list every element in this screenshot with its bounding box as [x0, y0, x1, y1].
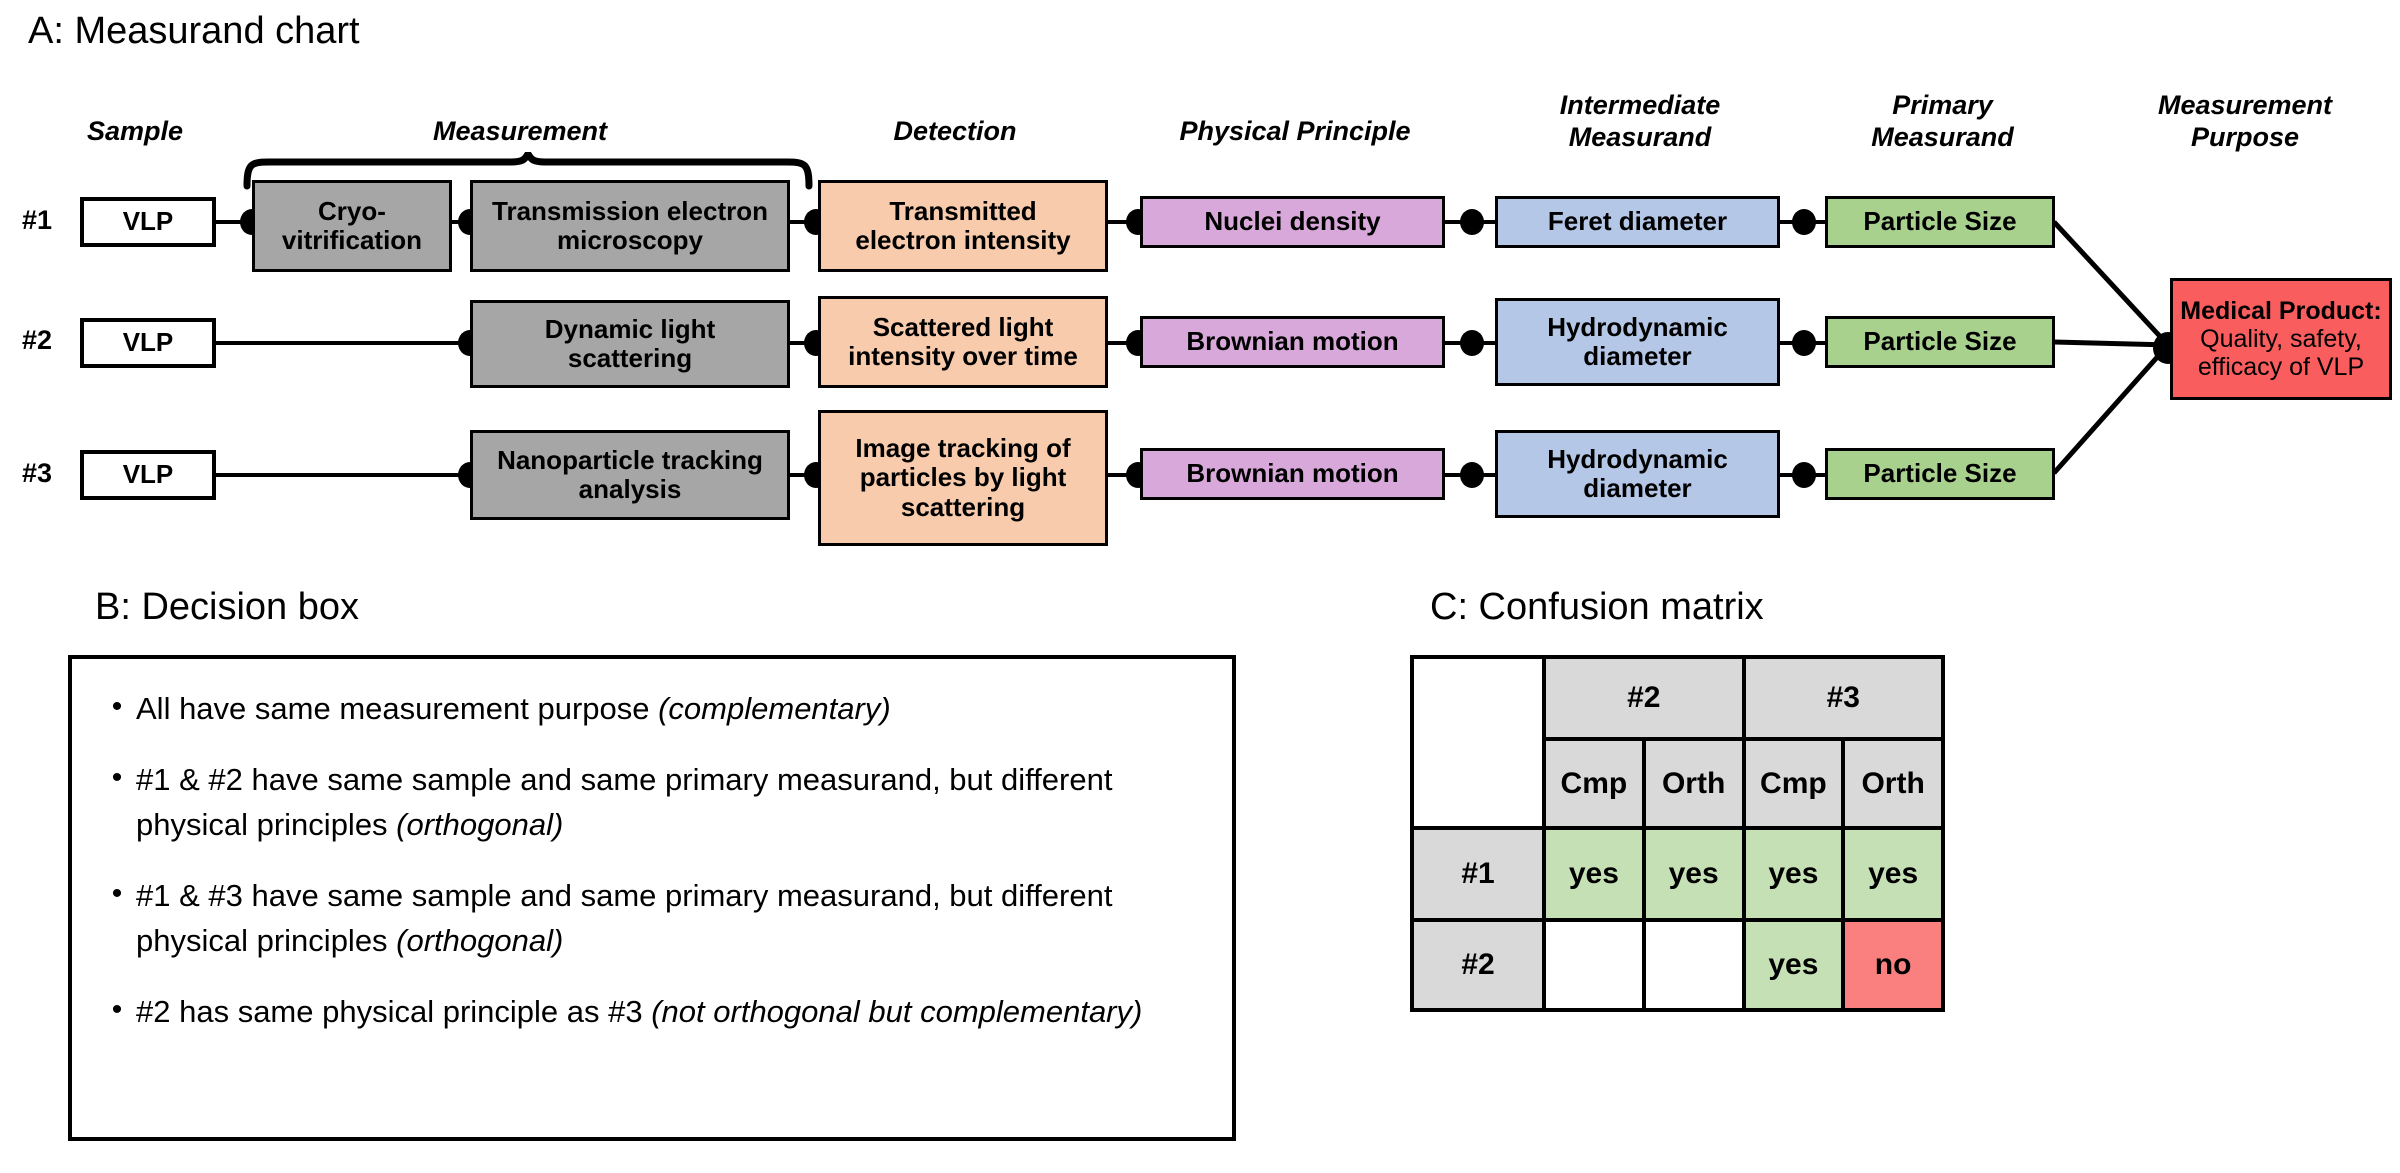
- matrix-group-header-3: #3: [1741, 655, 1945, 741]
- row2-principle-box: Brownian motion: [1140, 316, 1445, 368]
- decision-item-4: • #2 has same physical principle as #3 (…: [98, 990, 1206, 1035]
- matrix-sub-header-orth-2: Orth: [1641, 737, 1746, 830]
- decision-item-1-emph: (complementary): [658, 691, 891, 726]
- column-header-detection: Detection: [893, 116, 1017, 146]
- row2-detection-box: Scattered light intensity over time: [818, 296, 1108, 388]
- decision-item-3: • #1 & #3 have same sample and same prim…: [98, 874, 1206, 964]
- purpose-line-2: efficacy of VLP: [2197, 353, 2365, 381]
- row3-node-5: [1792, 462, 1816, 488]
- decision-item-2-text: #1 & #2 have same sample and same primar…: [136, 761, 1113, 842]
- row3-node-4: [1460, 462, 1484, 488]
- bullet-icon: •: [111, 876, 123, 910]
- matrix-cell-2-cmp3: yes: [1741, 918, 1846, 1012]
- row1-connector-1: [216, 220, 262, 224]
- matrix-cell-2-orth2: [1641, 918, 1746, 1012]
- row2-node-5: [1792, 330, 1816, 356]
- row-label-1: #1: [22, 205, 53, 235]
- row1-primary-box: Particle Size: [1825, 196, 2055, 248]
- purpose-box: Medical Product: Quality, safety, effica…: [2170, 278, 2392, 400]
- matrix-sub-header-cmp-2: Cmp: [1542, 737, 1646, 830]
- row1-preparation-box: Cryo- vitrification: [252, 180, 452, 272]
- matrix-row-2: #2 yes no: [1410, 918, 1945, 1012]
- purpose-converging-lines: [2052, 220, 2170, 475]
- row2-measurement-box: Dynamic light scattering: [470, 300, 790, 388]
- matrix-header-row-groups: #2 #3: [1410, 655, 1945, 830]
- matrix-cell-2-orth3: no: [1841, 918, 1945, 1012]
- decision-item-2: • #1 & #2 have same sample and same prim…: [98, 758, 1206, 848]
- row1-node-5: [1460, 209, 1484, 235]
- row2-node-4: [1460, 330, 1484, 356]
- matrix-row-header-2: #2: [1410, 918, 1546, 1012]
- row2-sample-box: VLP: [80, 318, 216, 368]
- bullet-icon: •: [111, 760, 123, 794]
- panel-c-title: C: Confusion matrix: [1430, 586, 1764, 628]
- bullet-icon: •: [111, 992, 123, 1026]
- row-label-3: #3: [22, 458, 53, 488]
- matrix-corner-cell: [1410, 655, 1546, 830]
- matrix-row-1: #1 yes yes yes yes: [1410, 826, 1945, 922]
- column-header-measurement-purpose: Measurement Purpose: [2157, 90, 2333, 152]
- matrix-cell-1-orth3: yes: [1841, 826, 1945, 922]
- matrix-sub-header-orth-3: Orth: [1841, 737, 1945, 830]
- decision-item-4-text: #2 has same physical principle as #3: [136, 993, 652, 1029]
- column-header-intermediate-measurand: Intermediate Measurand: [1559, 90, 1721, 152]
- panel-b-title: B: Decision box: [95, 586, 360, 628]
- row3-measurement-box: Nanoparticle tracking analysis: [470, 430, 790, 520]
- matrix-group-header-2: #2: [1542, 655, 1746, 741]
- decision-item-1-text: All have same measurement purpose: [136, 691, 659, 726]
- matrix-cell-1-orth2: yes: [1641, 826, 1746, 922]
- bullet-icon: •: [111, 690, 123, 723]
- row3-intermediate-box: Hydrodynamic diameter: [1495, 430, 1780, 518]
- row1-principle-box: Nuclei density: [1140, 196, 1445, 248]
- row3-connector-1: [216, 473, 480, 477]
- decision-box: • All have same measurement purpose (com…: [68, 655, 1236, 1141]
- row1-measurement-box: Transmission electron microscopy: [470, 180, 790, 272]
- matrix-cell-1-cmp2: yes: [1542, 826, 1646, 922]
- decision-item-3-emph: (orthogonal): [396, 922, 564, 958]
- matrix-cell-2-cmp2: [1542, 918, 1646, 1012]
- row-label-2: #2: [22, 325, 53, 355]
- row2-connector-1: [216, 341, 480, 345]
- purpose-line-1: Quality, safety,: [2200, 325, 2362, 353]
- row2-intermediate-box: Hydrodynamic diameter: [1495, 298, 1780, 386]
- row3-principle-box: Brownian motion: [1140, 448, 1445, 500]
- measurement-brace: [243, 152, 813, 190]
- row3-primary-box: Particle Size: [1825, 448, 2055, 500]
- column-header-physical-principle: Physical Principle: [1179, 116, 1411, 146]
- column-header-sample: Sample: [86, 116, 184, 146]
- row1-node-6: [1792, 209, 1816, 235]
- purpose-title: Medical Product:: [2180, 297, 2382, 325]
- row3-sample-box: VLP: [80, 450, 216, 500]
- row1-detection-box: Transmitted electron intensity: [818, 180, 1108, 272]
- matrix-cell-1-cmp3: yes: [1741, 826, 1846, 922]
- decision-item-2-emph: (orthogonal): [396, 806, 564, 842]
- row1-sample-box: VLP: [80, 197, 216, 247]
- matrix-header-row-sub: Cmp Orth Cmp Orth: [1412, 737, 1945, 830]
- confusion-matrix: #2 #3 Cmp Orth Cmp Orth #1 yes yes yes y…: [1410, 655, 1945, 1012]
- panel-a-title: A: Measurand chart: [28, 10, 360, 52]
- column-header-measurement: Measurement: [432, 116, 608, 146]
- matrix-sub-header-cmp-3: Cmp: [1741, 737, 1846, 830]
- decision-item-1: • All have same measurement purpose (com…: [98, 687, 1206, 732]
- row2-primary-box: Particle Size: [1825, 316, 2055, 368]
- decision-item-4-emph: (not orthogonal but complementary): [651, 993, 1143, 1029]
- column-header-primary-measurand: Primary Measurand: [1871, 90, 2014, 152]
- matrix-row-header-1: #1: [1410, 826, 1546, 922]
- row1-intermediate-box: Feret diameter: [1495, 196, 1780, 248]
- row3-detection-box: Image tracking of particles by light sca…: [818, 410, 1108, 546]
- decision-item-3-text: #1 & #3 have same sample and same primar…: [136, 877, 1113, 958]
